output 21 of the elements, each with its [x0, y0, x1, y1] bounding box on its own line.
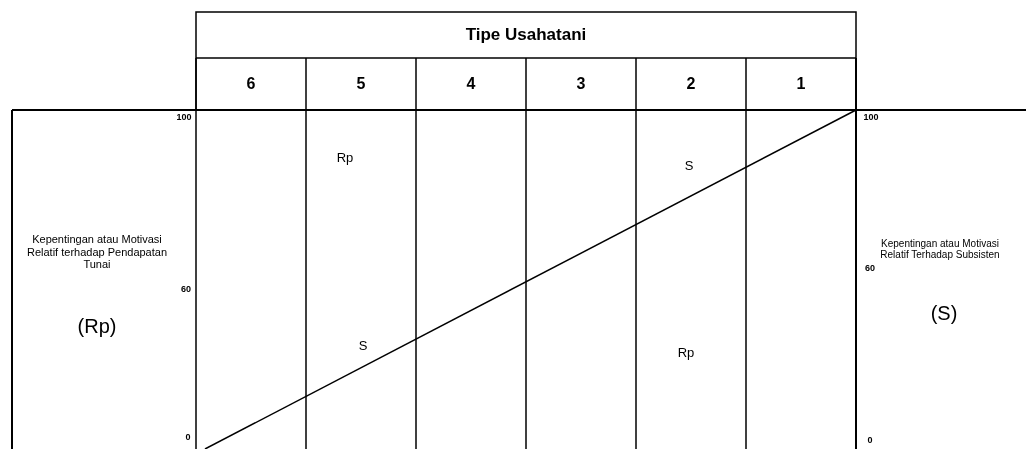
- axis-symbol: (S): [929, 301, 959, 325]
- axis-value: 60: [180, 284, 192, 295]
- axis-value: 0: [866, 435, 874, 446]
- header-title: Tipe Usahatani: [464, 25, 588, 45]
- column-number: 4: [465, 75, 477, 94]
- column-number: 5: [355, 75, 367, 94]
- axis-value: 100: [862, 112, 880, 123]
- axis-symbol: (Rp): [76, 314, 118, 338]
- column-number: 3: [575, 75, 587, 94]
- axis-title: Kepentingan atau Motivasi Relatif Terhadap Subsisten: [879, 237, 1001, 261]
- column-number: 6: [245, 75, 257, 94]
- column-number: 2: [685, 75, 697, 94]
- column-number: 1: [795, 75, 807, 94]
- quadrant-label: S: [683, 158, 695, 174]
- axis-value: 60: [864, 263, 876, 274]
- quadrant-label: Rp: [676, 345, 696, 361]
- quadrant-label: Rp: [335, 150, 355, 166]
- quadrant-label: S: [357, 338, 369, 354]
- axis-title: Kepentingan atau Motivasi Relatif terhadap Pendapatan Tunai: [25, 233, 169, 271]
- axis-value: 100: [175, 112, 193, 123]
- axis-value: 0: [184, 432, 192, 443]
